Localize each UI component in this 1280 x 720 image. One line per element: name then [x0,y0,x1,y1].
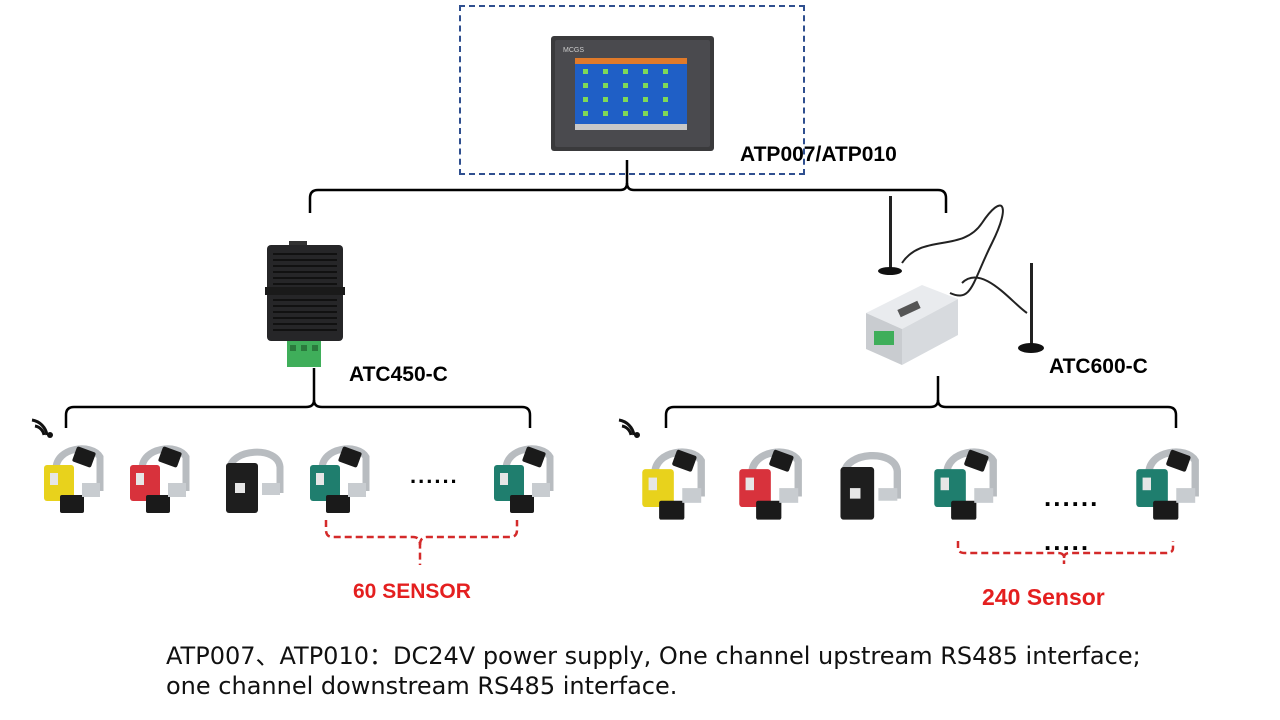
device-label-right: ATC600-C [1049,355,1148,378]
hmi-frame [459,5,805,175]
description-note: ATP007、ATP010：DC24V power supply, One ch… [166,641,1141,701]
hmi-panel-icon: MCGS [551,36,714,156]
antenna-icon [889,196,892,268]
sensor-count-right: 240 Sensor [982,584,1105,610]
device-label-left: ATC450-C [349,363,448,386]
wireless-signal-icon [28,412,56,445]
sensor-count-left: 60 SENSOR [353,580,471,603]
temperature-sensor-icon [737,446,811,531]
wireless-gateway-icon [862,193,1047,378]
temperature-sensor-icon [932,446,1006,531]
collector-module-icon [265,241,345,374]
device-label-top: ATP007/ATP010 [740,143,897,166]
temperature-sensor-icon [128,443,198,524]
temperature-sensor-icon [308,443,378,524]
svg-text:MCGS: MCGS [563,47,584,54]
temperature-sensor-icon [640,446,714,531]
temperature-sensor-icon [42,443,112,524]
temperature-sensor-icon [492,443,562,524]
temperature-sensor-icon [836,446,906,531]
temperature-sensor-icon [222,443,288,524]
note-line-2: one channel downstream RS485 interface. [166,672,678,700]
temperature-sensor-icon [1134,446,1208,531]
sensor-ellipsis: ...... [1044,482,1100,512]
wireless-signal-icon [615,412,643,445]
note-line-1: ATP007、ATP010：DC24V power supply, One ch… [166,642,1141,670]
sensor-ellipsis: ...... [410,463,459,488]
sensor-ellipsis: ..... [1044,526,1091,556]
